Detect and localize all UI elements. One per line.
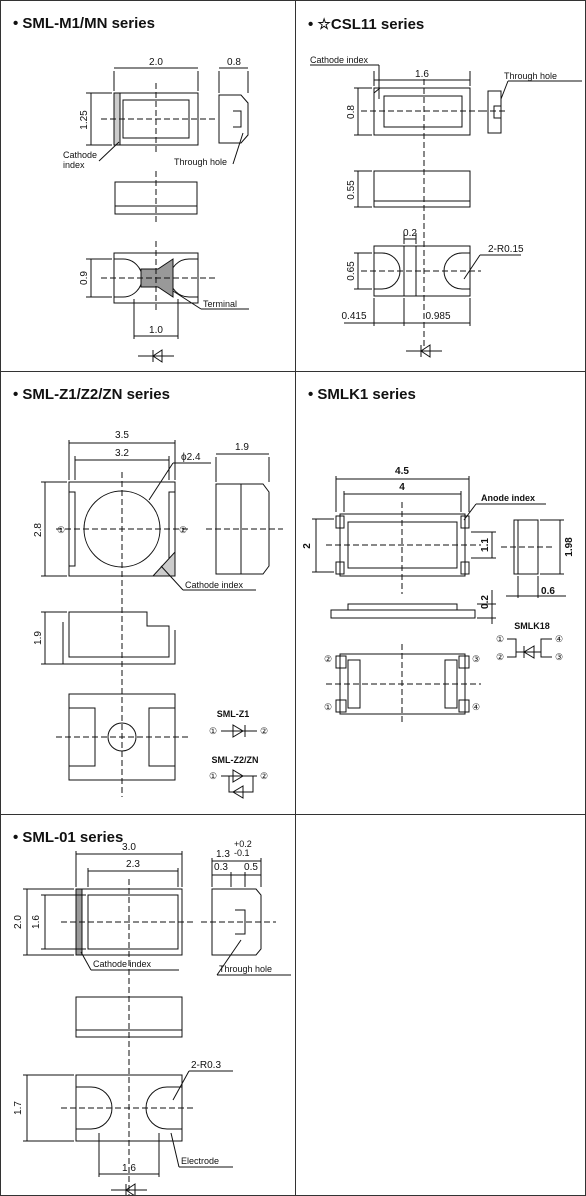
dim-height: 2 bbox=[302, 543, 313, 549]
side-view-body bbox=[218, 94, 249, 144]
dim-gap: 0.2 bbox=[403, 228, 417, 239]
dim-right: 0.985 bbox=[425, 311, 450, 322]
dim-inner-height: 1.6 bbox=[31, 915, 42, 929]
profile-body bbox=[330, 609, 476, 619]
label-terminal: Terminal bbox=[203, 299, 237, 309]
pin-1-label: ① bbox=[496, 634, 504, 644]
dim-thickness: 1.9 bbox=[33, 631, 44, 645]
label-cathode-index: Cathode index bbox=[185, 580, 244, 590]
dim-inner-width: 2.3 bbox=[126, 859, 140, 870]
dim-thickness: 0.55 bbox=[346, 180, 357, 200]
pin-3-label: ③ bbox=[555, 652, 563, 662]
label-cathode-index: Cathode index bbox=[93, 959, 152, 969]
panel-smlk1: • SMLK1 series bbox=[295, 371, 586, 815]
dim-tolerance-plus: +0.2 bbox=[234, 839, 252, 849]
sml-01-drawing: 3.0 2.3 1.3 +0.2 -0.1 0.3 0.5 2.0 1.6 2-… bbox=[13, 839, 291, 1195]
sml-z1-drawing: 3.5 3.2 ϕ2.4 1.9 2.8 1.9 ① ② Cathode ind… bbox=[33, 430, 283, 799]
panel-title: • SML-01 series bbox=[13, 829, 124, 846]
pin-3-label: ③ bbox=[472, 654, 480, 664]
label-cathode-index: Cathode index bbox=[310, 55, 369, 65]
front-view-body bbox=[75, 996, 183, 1038]
side-view-body bbox=[215, 483, 270, 575]
dim-pad-w: 1.0 bbox=[149, 325, 163, 336]
dim-pad-w: 1.6 bbox=[122, 1163, 136, 1174]
front-view-body bbox=[68, 611, 170, 658]
panel-title: • SMLK1 series bbox=[308, 386, 416, 403]
dim-s1: 0.3 bbox=[214, 862, 228, 873]
front-view-body bbox=[373, 170, 471, 208]
dim-side-width: 0.6 bbox=[541, 586, 555, 597]
label-through-hole: Through hole bbox=[174, 157, 227, 167]
side-view-body bbox=[211, 888, 262, 956]
panel-empty bbox=[295, 814, 586, 1196]
label-sml-z1: SML-Z1 bbox=[217, 709, 250, 719]
label-smlk18: SMLK18 bbox=[514, 621, 550, 631]
pin-1-label: ① bbox=[324, 702, 332, 712]
pin-4-label: ④ bbox=[472, 702, 480, 712]
label-cathode: Cathode bbox=[63, 150, 97, 160]
through-hole bbox=[233, 110, 242, 128]
dim-outer-width: 4.5 bbox=[395, 466, 409, 477]
dim-width: 3.0 bbox=[122, 842, 136, 853]
panel-title: • SML-Z1/Z2/ZN series bbox=[13, 386, 170, 403]
pin-2-label: ② bbox=[324, 654, 332, 664]
dim-body-height: 1.1 bbox=[480, 538, 491, 552]
dim-outer-width: 3.5 bbox=[115, 430, 129, 441]
leader bbox=[232, 132, 244, 165]
pin-1-label: ① bbox=[57, 525, 65, 535]
panel-title: • ☆CSL11 series bbox=[308, 16, 425, 33]
dim-s2: 0.5 bbox=[244, 862, 258, 873]
csl11-drawing: 1.6 0.8 0.55 0.2 2-R0.15 0.65 0.415 0.98… bbox=[310, 55, 582, 358]
dim-left: 0.415 bbox=[341, 311, 366, 322]
label-sml-z2zn: SML-Z2/ZN bbox=[212, 755, 259, 765]
leader bbox=[172, 290, 202, 310]
top-view-window bbox=[383, 95, 463, 128]
label-anode-index: Anode index bbox=[481, 493, 535, 503]
label-through-hole: Through hole bbox=[504, 71, 557, 81]
panel-sml-m1: • SML-M1/MN series bbox=[0, 0, 296, 372]
label-through-hole: Through hole bbox=[219, 964, 272, 974]
dim-radius: 2-R0.3 bbox=[191, 1060, 221, 1071]
pin-1-label: ① bbox=[209, 771, 217, 781]
label-electrode: Electrode bbox=[181, 1156, 219, 1166]
dim-pad-h: 0.65 bbox=[346, 261, 357, 281]
dim-height: 1.25 bbox=[79, 110, 90, 130]
dim-radius: 2-R0.15 bbox=[488, 244, 524, 255]
dim-pad-h: 1.7 bbox=[13, 1101, 24, 1115]
dim-height: 2.0 bbox=[13, 915, 24, 929]
panel-sml-01: • SML-01 series bbox=[0, 814, 296, 1196]
dim-width: 2.0 bbox=[149, 57, 163, 68]
pin-1-label: ① bbox=[209, 726, 217, 736]
pin-2-label: ② bbox=[260, 726, 268, 736]
dim-thickness: 0.2 bbox=[480, 595, 491, 609]
pin-2-label: ② bbox=[179, 525, 187, 535]
dim-inner-width: 4 bbox=[399, 482, 405, 493]
dim-side: 1.3 bbox=[216, 849, 230, 860]
panel-sml-z1: • SML-Z1/Z2/ZN series bbox=[0, 371, 296, 815]
smlk1-drawing: 4.5 4 2 1.1 1.98 0.6 0.2 Anode index SML… bbox=[302, 466, 575, 724]
label-index: index bbox=[63, 160, 85, 170]
pin-2-label: ② bbox=[260, 771, 268, 781]
dim-width: 1.6 bbox=[415, 69, 429, 80]
dim-inner-width: 3.2 bbox=[115, 448, 129, 459]
dim-side-height: 1.98 bbox=[564, 537, 575, 557]
dim-height: 0.8 bbox=[346, 105, 357, 119]
dim-height: 2.8 bbox=[33, 523, 44, 537]
dim-tolerance-minus: -0.1 bbox=[234, 848, 250, 858]
panel-csl11: • ☆CSL11 series 1. bbox=[295, 0, 586, 372]
pin-2-label: ② bbox=[496, 652, 504, 662]
dim-diameter: ϕ2.4 bbox=[181, 452, 201, 463]
sml-m1-drawing: 2.0 0.8 1.25 0.9 1.0 Cathode index Throu… bbox=[63, 57, 249, 363]
leader bbox=[98, 141, 120, 162]
panel-title: • SML-M1/MN series bbox=[13, 15, 155, 32]
pin-4-label: ④ bbox=[555, 634, 563, 644]
dim-side: 1.9 bbox=[235, 442, 249, 453]
dim-pad-h: 0.9 bbox=[79, 271, 90, 285]
dim-side: 0.8 bbox=[227, 57, 241, 68]
